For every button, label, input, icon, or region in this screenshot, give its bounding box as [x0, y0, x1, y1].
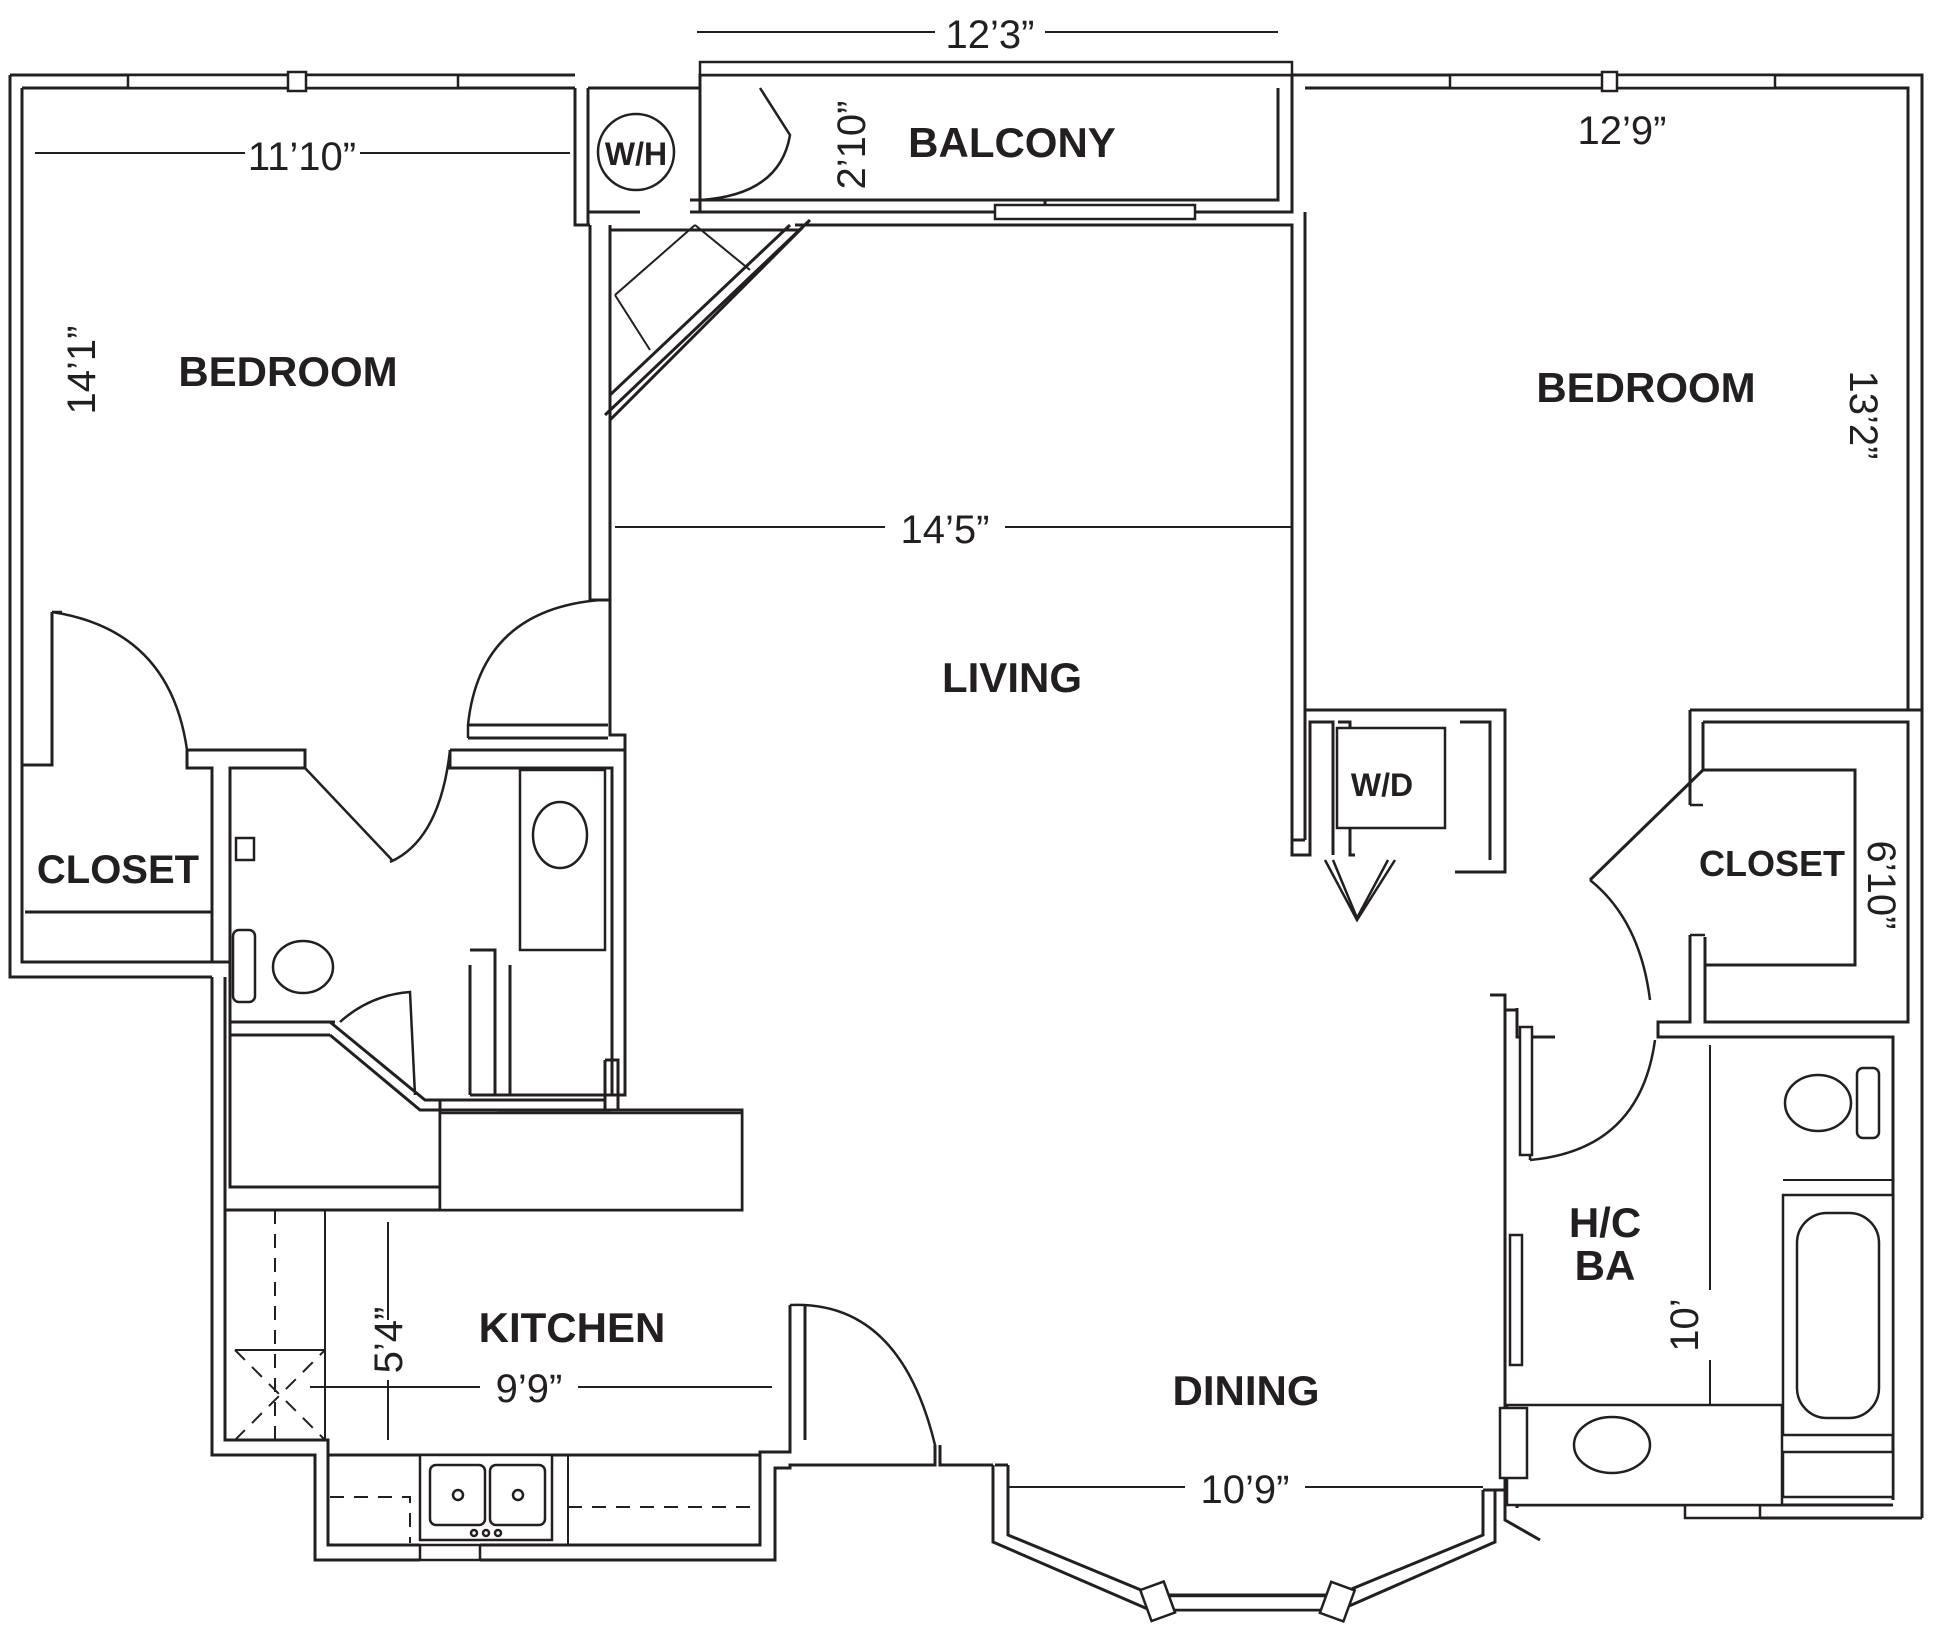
bedroom-right-width-dimension: 12’9”: [1578, 109, 1667, 153]
bath-depth-dimension: 10’: [1663, 1298, 1707, 1351]
living-label: LIVING: [942, 654, 1082, 701]
windows: [128, 62, 1775, 1621]
washer-dryer: [1337, 728, 1445, 828]
bath-label-line2: BA: [1575, 1242, 1636, 1289]
kitchen-width-dimension: 9’9”: [496, 1367, 563, 1411]
bedroom-left-width-dimension: 11’10”: [248, 135, 356, 179]
closet-right-depth-dimension: 6’10”: [1859, 841, 1903, 930]
bedroom-right-depth-dimension: 13’2”: [1841, 371, 1885, 460]
closet-left-label: CLOSET: [37, 848, 199, 892]
bath-label-line1: H/C: [1569, 1199, 1641, 1246]
bedroom-left-label: BEDROOM: [178, 348, 397, 395]
dining-width-dimension: 10’9”: [1201, 1468, 1290, 1512]
balcony-width-dimension: 12’3”: [946, 13, 1035, 57]
kitchen-label: KITCHEN: [479, 1304, 666, 1351]
bedroom-right-label: BEDROOM: [1536, 364, 1755, 411]
balcony-depth-dimension: 2’10”: [830, 101, 874, 190]
room-labels: BEDROOM BEDROOM BALCONY LIVING DINING KI…: [37, 119, 1845, 1414]
bedroom-left-depth-dimension: 14’1”: [60, 326, 104, 415]
water-heater-label: W/H: [605, 136, 667, 172]
water-heater-symbol: [598, 114, 674, 190]
living-width-dimension: 14’5”: [901, 508, 990, 552]
closet-right-label: CLOSET: [1699, 843, 1845, 884]
walls: [10, 75, 1922, 1610]
dimension-lines: [35, 32, 1710, 1495]
balcony-label: BALCONY: [908, 119, 1116, 166]
washer-dryer-label: W/D: [1351, 767, 1413, 803]
kitchen-depth-dimension: 5’4”: [367, 1307, 411, 1374]
fixtures: [233, 114, 1893, 1545]
dining-label: DINING: [1173, 1367, 1320, 1414]
dimension-labels: 12’3” 2’10” 11’10” 14’1” 12’9” 13’2” 14’…: [60, 13, 1903, 1512]
